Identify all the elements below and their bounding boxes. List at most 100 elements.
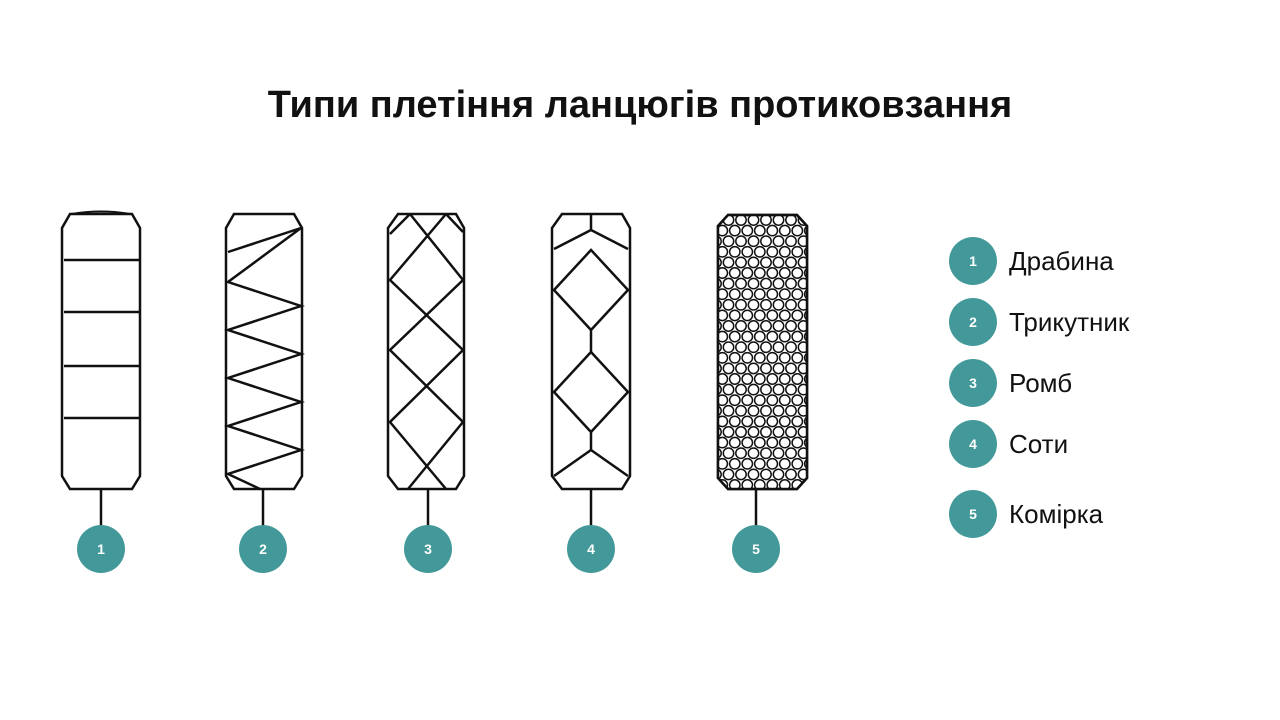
chain-cell	[766, 288, 779, 301]
chain-cell	[741, 373, 754, 385]
legend-number: 5	[969, 506, 977, 522]
chain-cell	[772, 298, 785, 311]
chain-cell	[760, 426, 772, 438]
chain-cell	[803, 479, 807, 489]
chain-badge-1: 1	[77, 525, 125, 573]
chain-cell	[760, 341, 772, 354]
chain-cell	[735, 215, 747, 226]
chain-cell	[741, 457, 754, 470]
chain-cell	[803, 351, 807, 364]
chain-cell	[718, 320, 722, 332]
chain-cell	[785, 426, 797, 438]
chain-cell	[718, 351, 729, 364]
chain-badges: 1 2 3 4 5	[77, 525, 780, 573]
legend-label: Трикутник	[1009, 307, 1130, 337]
chain-cell	[741, 415, 754, 428]
chain-cell	[753, 457, 766, 470]
chain-cell	[722, 235, 735, 248]
chain-cell	[766, 457, 779, 470]
chain-cell	[728, 373, 741, 385]
chain-cell	[722, 277, 735, 290]
chain-cell	[760, 298, 772, 311]
chain-cell	[791, 309, 804, 322]
chain-cell	[803, 394, 807, 407]
chain-cell	[753, 394, 766, 407]
chain-cell	[753, 330, 766, 343]
chain-cell	[747, 468, 760, 481]
chain-cell	[803, 415, 807, 428]
chain-cell	[772, 404, 785, 417]
chain-cell	[778, 457, 791, 470]
chain-cell	[728, 245, 741, 258]
chain-cell	[722, 404, 735, 417]
chain-cell	[760, 447, 772, 460]
chain-cell	[747, 277, 760, 290]
chain-cell	[735, 341, 747, 354]
chain-cell	[722, 320, 735, 332]
chain-cell	[803, 373, 807, 385]
chain-cell	[772, 215, 785, 226]
chain-cell	[753, 351, 766, 364]
chain-cell	[735, 362, 747, 375]
page-title: Типи плетіння ланцюгів протиковзання	[267, 84, 1013, 126]
chain-cell	[747, 426, 760, 438]
chain-cell	[718, 245, 729, 258]
legend: 1 Драбина 2 Трикутник 3 Ромб 4 Соти 5 Ко…	[949, 237, 1130, 538]
chain-cell	[785, 447, 797, 460]
chain-cell	[772, 341, 785, 354]
chain-cell	[778, 309, 791, 322]
chain-cell	[785, 362, 797, 375]
chain-cell	[803, 288, 807, 301]
chain-cell	[722, 383, 735, 396]
chain-cell	[778, 415, 791, 428]
chain-cell	[803, 224, 807, 237]
chain-cell	[760, 362, 772, 375]
chain-cell	[766, 373, 779, 385]
chain-cell	[772, 447, 785, 460]
chain-cell	[772, 362, 785, 375]
chain-cell	[785, 215, 797, 226]
chain-cell	[722, 426, 735, 438]
chain-cell	[722, 468, 735, 481]
chain-cell	[718, 415, 729, 428]
chain-cell	[760, 320, 772, 332]
chain-cell	[785, 235, 797, 248]
chain-badge-number: 1	[97, 541, 105, 557]
chain-cell	[747, 215, 760, 226]
chain-honeycomb	[550, 212, 632, 526]
legend-item-1: 1 Драбина	[949, 237, 1114, 285]
legend-label: Ромб	[1009, 368, 1072, 398]
chain-cell	[785, 277, 797, 290]
chain-cell	[728, 309, 741, 322]
chain-badge-number: 4	[587, 541, 595, 557]
chain-cell	[747, 256, 760, 269]
chain-cell	[735, 298, 747, 311]
chain-cell	[718, 383, 722, 396]
chain-cell	[772, 468, 785, 481]
chain-cell	[728, 436, 741, 449]
chain-cell	[803, 436, 807, 449]
chain-badge-2: 2	[239, 525, 287, 573]
chain-cell	[803, 330, 807, 343]
chain-cell	[741, 351, 754, 364]
chain-cell	[741, 309, 754, 322]
chain-cell	[753, 436, 766, 449]
chain-cell	[766, 245, 779, 258]
chain-cell	[791, 330, 804, 343]
chain-cell	[766, 436, 779, 449]
chain-cell	[778, 224, 791, 237]
chain-diamond	[386, 212, 466, 526]
legend-item-4: 4 Соти	[949, 420, 1068, 468]
chain-cell	[760, 468, 772, 481]
chain-cell	[718, 235, 722, 248]
chain-cell	[785, 404, 797, 417]
chain-cell	[718, 277, 722, 290]
chain-cell	[766, 479, 779, 489]
chain-cell	[747, 383, 760, 396]
chain-cell	[778, 373, 791, 385]
chain-badge-5: 5	[732, 525, 780, 573]
chain-cell	[718, 404, 722, 417]
chain-cell	[753, 267, 766, 279]
chain-cell	[722, 447, 735, 460]
